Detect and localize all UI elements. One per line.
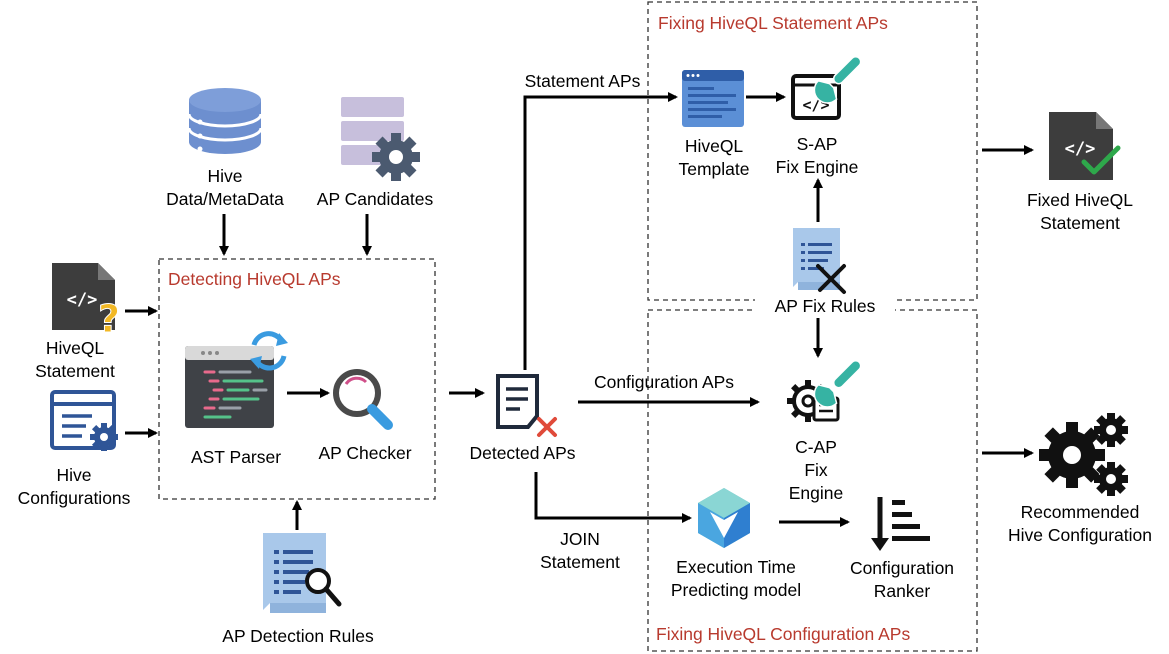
code-icon: </> xyxy=(67,290,98,310)
sap-fix-engine-icon: </> xyxy=(791,55,862,120)
fix-statement-group-title: Fixing HiveQL Statement APs xyxy=(658,13,888,33)
tools-icon xyxy=(816,264,846,294)
cross-icon xyxy=(537,417,557,437)
cap-fix-engine-icon xyxy=(787,359,862,422)
statement-aps-label: Statement APs xyxy=(524,71,641,91)
ap-candidates-icon xyxy=(341,97,420,181)
code-icon: </> xyxy=(1065,139,1096,159)
arrow-statement-aps xyxy=(523,92,678,370)
gear-icon xyxy=(372,133,420,181)
question-mark-icon: ? xyxy=(98,297,120,341)
ap-fix-rules-icon xyxy=(793,228,846,294)
ap-checker-icon xyxy=(333,369,393,430)
recommended-config-icon xyxy=(1039,413,1128,496)
fix-config-group-title: Fixing HiveQL Configuration APs xyxy=(656,624,911,644)
fixed-hiveql-icon: </> xyxy=(1049,112,1121,180)
ap-checker-label: AP Checker xyxy=(318,443,412,463)
detecting-group-box xyxy=(158,258,436,500)
ap-detection-rules-label: AP Detection Rules xyxy=(222,626,374,646)
detected-aps-label: Detected APs xyxy=(469,443,576,463)
ap-detection-rules-icon xyxy=(263,533,342,613)
detected-aps-icon xyxy=(496,374,557,437)
prediction-model-icon xyxy=(698,488,750,548)
wrench-icon xyxy=(813,55,862,104)
configuration-aps-label: Configuration APs xyxy=(593,372,735,392)
ap-fix-rules-label: AP Fix Rules xyxy=(755,295,895,318)
gear-icon xyxy=(1094,462,1128,496)
arrows xyxy=(125,92,1034,530)
detecting-group-title: Detecting HiveQL APs xyxy=(168,269,341,289)
gear-icon xyxy=(1039,422,1105,488)
settings-gear-icon xyxy=(90,423,118,451)
ast-parser-icon xyxy=(185,331,288,428)
ap-candidates-label: AP Candidates xyxy=(316,189,434,209)
hiveql-template-icon xyxy=(682,70,744,127)
configuration-ranker-icon xyxy=(871,497,930,551)
hive-configurations-icon xyxy=(50,390,118,451)
arrow-join-statement xyxy=(534,472,692,523)
database-icon xyxy=(187,88,263,154)
gear-icon xyxy=(1094,413,1128,447)
ast-parser-label: AST Parser xyxy=(190,447,282,467)
hiveql-statement-icon: </> ? xyxy=(52,263,121,342)
magnifier-icon xyxy=(305,568,342,607)
fix-statement-group-box xyxy=(647,1,978,301)
wrench-icon xyxy=(813,359,862,408)
check-icon xyxy=(1081,145,1121,175)
